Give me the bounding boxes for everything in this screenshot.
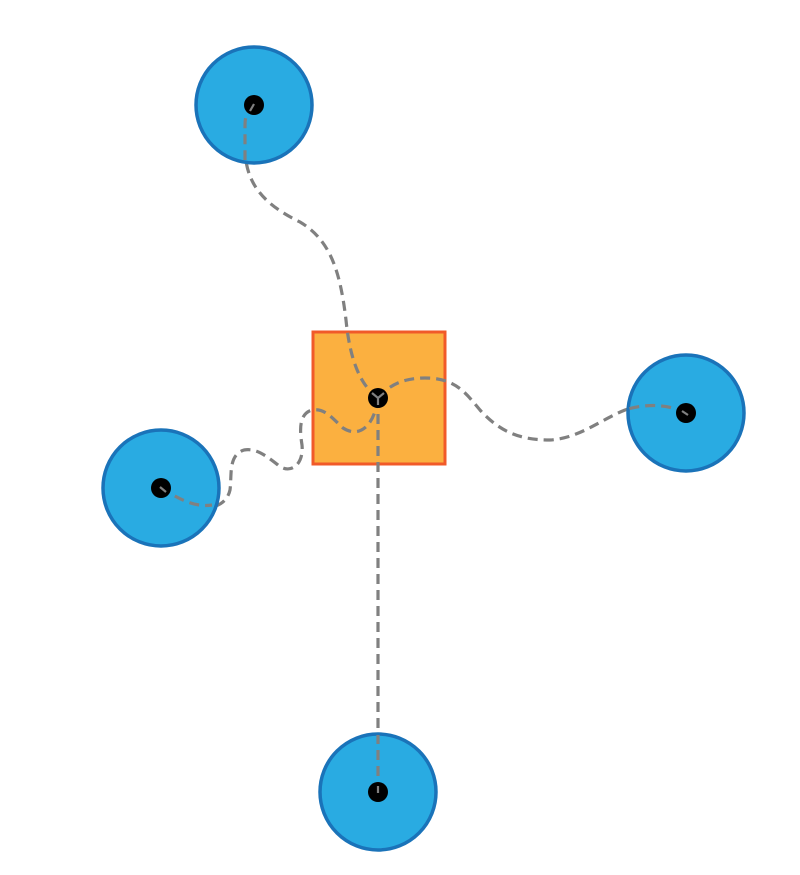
node-right-port-tick [681,410,689,416]
hub-port-junction-icon [371,392,385,405]
connector-hub-to-right [376,376,687,442]
node-left-port-tick [159,486,167,493]
node-top-port-tick [249,103,255,112]
